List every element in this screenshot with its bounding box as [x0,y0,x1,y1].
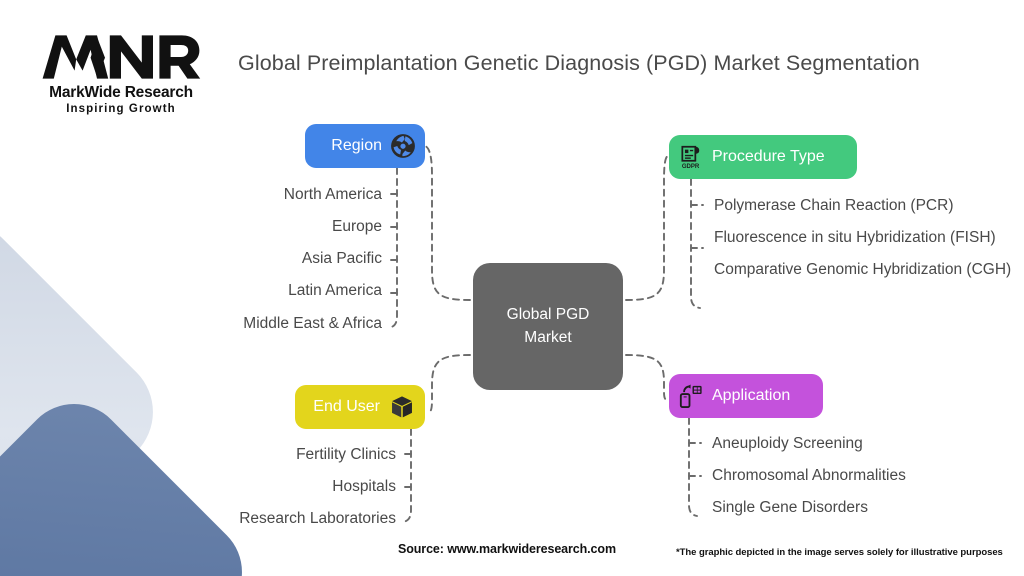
logo-tagline: Inspiring Growth [66,103,176,116]
page-title: Global Preimplantation Genetic Diagnosis… [238,51,920,75]
leaf-item: Europe [332,218,382,236]
center-node-line-2: Market [524,328,572,346]
mobile-app-icon [679,384,702,408]
branch-node-application[interactable]: Application [669,374,823,418]
leaf-item: Research Laboratories [239,510,396,528]
source-label: Source: www.markwideresearch.com [398,542,616,556]
leaf-item: Polymerase Chain Reaction (PCR) [714,197,954,214]
branch-label-application: Application [712,387,791,404]
leaf-item: Fertility Clinics [296,446,396,463]
logo-company-name: MarkWide Research [49,84,193,101]
branch-node-end-user[interactable]: End User [295,385,425,429]
disclaimer-text: *The graphic depicted in the image serve… [676,547,1003,558]
leaf-item: Comparative Genomic Hybridization (CGH) [714,261,1012,279]
leaf-item: Fluorescence in situ Hybridization (FISH… [714,229,996,247]
leaf-item: Latin America [288,282,382,300]
leaf-item: Asia Pacific [301,250,382,268]
branch-label-end-user: End User [313,398,380,415]
gdpr-document-icon: GDPR [681,145,700,170]
center-node-label: Global PGD Market [507,304,590,349]
box-3d-icon [392,396,412,418]
mwr-monogram-icon [42,35,201,79]
company-logo: MarkWide Research Inspiring Growth [28,32,214,117]
svg-text:GDPR: GDPR [682,164,700,170]
branch-label-procedure-type: Procedure Type [712,148,825,165]
leaf-item: Chromosomal Abnormalities [712,467,906,485]
leaf-list-region: North America Europe Asia Pacific Latin … [160,185,382,334]
branch-label-region: Region [331,137,382,154]
branch-node-region[interactable]: Region [305,124,425,168]
branch-node-procedure-type[interactable]: GDPR Procedure Type [669,135,857,179]
leaf-item: Hospitals [332,478,396,496]
leaf-list-application: Aneuploidy Screening Chromosomal Abnorma… [712,434,1012,518]
center-node-line-1: Global PGD [506,306,590,324]
leaf-list-end-user: Fertility Clinics Hospitals Research Lab… [150,445,396,529]
globe-icon [391,134,415,158]
center-node: Global PGD Market [473,263,623,390]
leaf-item: North America [283,186,382,203]
leaf-item: Aneuploidy Screening [712,435,863,452]
leaf-item: Single Gene Disorders [712,499,868,517]
leaf-list-procedure-type: Polymerase Chain Reaction (PCR) Fluoresc… [714,196,1014,280]
leaf-item: Middle East & Africa [243,314,382,332]
